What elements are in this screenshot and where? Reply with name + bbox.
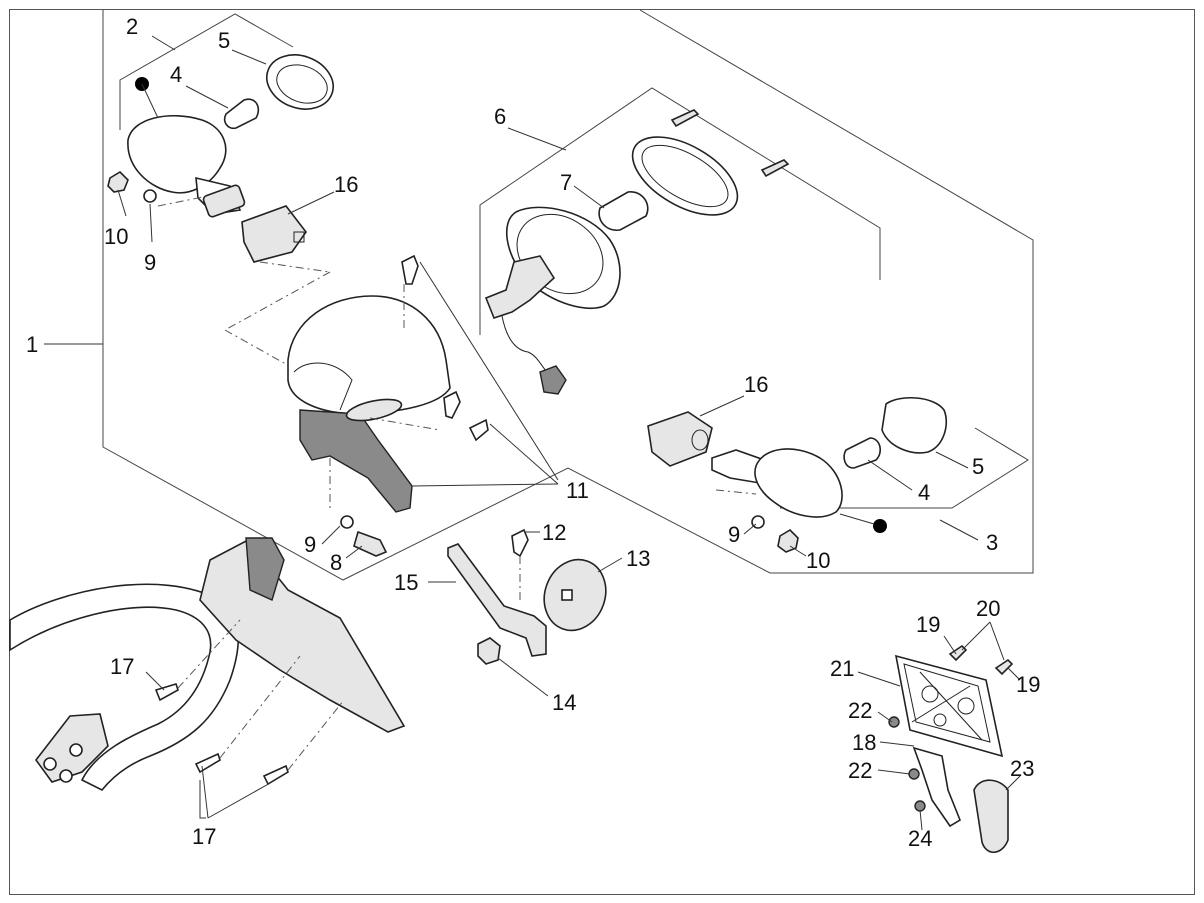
plate-screw-right: [262, 764, 289, 786]
reflector-bracket-group: [447, 528, 607, 665]
left-rubber-spacer: [241, 205, 307, 263]
callout-8: 8: [330, 550, 342, 575]
plate-screw-upper: [154, 683, 179, 702]
callout-9-right: 9: [728, 522, 740, 547]
callout-20: 20: [976, 596, 1000, 621]
callout-6: 6: [494, 104, 506, 129]
left-washer: [143, 189, 157, 203]
plate-holder-top: [245, 537, 285, 601]
right-signal-housing: [754, 448, 843, 518]
callout-9-left: 9: [144, 250, 156, 275]
tail-light-lower-bracket: [299, 409, 413, 513]
plate-mount-bracket: [912, 746, 961, 828]
callout-21: 21: [830, 656, 854, 681]
left-turn-signal-assembly: [107, 54, 334, 373]
licence-plate-holder: [9, 537, 406, 792]
callout-1: 1: [26, 332, 38, 357]
lamp-wire: [501, 315, 553, 379]
leader-lines: [44, 35, 1021, 831]
callout-17-upper: 17: [110, 654, 134, 679]
left-signal-bulb: [223, 98, 260, 130]
right-rubber-spacer: [647, 411, 713, 467]
body-bolt: [353, 530, 388, 557]
lamp-screw-upper: [670, 109, 700, 128]
callout-15: 15: [394, 570, 418, 595]
callout-22-upper: 22: [848, 698, 872, 723]
callout-11: 11: [566, 478, 589, 503]
callout-12: 12: [542, 520, 566, 545]
assembly-2-outline: [119, 13, 294, 130]
diagram-frame: [9, 9, 1195, 895]
callout-3: 3: [986, 530, 998, 555]
callout-19-upper: 19: [916, 612, 940, 637]
callout-labels: 1 2 3 4 4 5 5 6 7 8 9 9 9 10 10 11 12 13…: [26, 14, 1040, 851]
callout-5-right: 5: [972, 454, 984, 479]
lamp-screw-lower: [760, 159, 790, 178]
bracket-nut: [477, 637, 501, 665]
callout-17-lower: 17: [192, 824, 216, 849]
callout-13: 13: [626, 546, 650, 571]
body-screw-top: [401, 254, 419, 285]
reflector-bracket: [447, 543, 547, 657]
left-signal-lens: [266, 54, 334, 110]
callout-16-left: 16: [334, 172, 358, 197]
callout-23: 23: [1010, 756, 1034, 781]
plate-bracket-plate: [894, 654, 1004, 758]
callout-5-left: 5: [218, 28, 230, 53]
plate-nut-c: [914, 800, 926, 812]
left-signal-housing: [127, 114, 227, 194]
callout-10-right: 10: [806, 548, 830, 573]
lamp-socket-connector: [484, 255, 556, 319]
right-signal-lens: [881, 396, 948, 454]
tail-light-housing: [287, 295, 451, 415]
assembly-6-outline: [479, 87, 881, 335]
lamp-bulb: [598, 191, 649, 231]
body-screw-mid: [443, 390, 461, 419]
tail-light-body: [287, 254, 559, 557]
body-screw-low: [468, 418, 489, 442]
plate-screw-left: [194, 752, 221, 774]
assembly-3-outline: [780, 427, 1029, 509]
callout-24: 24: [908, 826, 932, 851]
plate-reflector: [973, 779, 1009, 854]
bracket-screw: [511, 528, 529, 558]
callout-18: 18: [852, 730, 876, 755]
callout-14: 14: [552, 690, 576, 715]
lamp-plug: [539, 365, 567, 395]
plate-nut-b: [908, 768, 920, 780]
callout-2: 2: [126, 14, 138, 39]
callout-19-right: 19: [1016, 672, 1040, 697]
right-signal-pin-dot: [873, 519, 887, 533]
callout-4-left: 4: [170, 62, 182, 87]
round-reflector: [543, 558, 607, 632]
plate-nut-a: [888, 716, 900, 728]
right-nut: [777, 528, 799, 553]
plate-bracket-group: [888, 644, 1014, 854]
callout-4-right: 4: [918, 480, 930, 505]
left-signal-mount-plate: [202, 184, 246, 218]
left-nut: [107, 170, 129, 193]
reflector-stud: [561, 589, 573, 601]
body-washer: [340, 515, 354, 529]
callout-16-right: 16: [744, 372, 768, 397]
plate-screw-b: [994, 658, 1014, 676]
right-turn-signal-assembly: [647, 396, 948, 553]
callout-9-center: 9: [304, 532, 316, 557]
rear-lamp-unit: [484, 109, 790, 395]
right-signal-bulb: [843, 437, 882, 469]
lamp-rim: [631, 136, 739, 216]
callout-10-left: 10: [104, 224, 128, 249]
assembly-1-outline: [102, 9, 1034, 581]
callout-22-lower: 22: [848, 758, 872, 783]
callout-7: 7: [560, 170, 572, 195]
